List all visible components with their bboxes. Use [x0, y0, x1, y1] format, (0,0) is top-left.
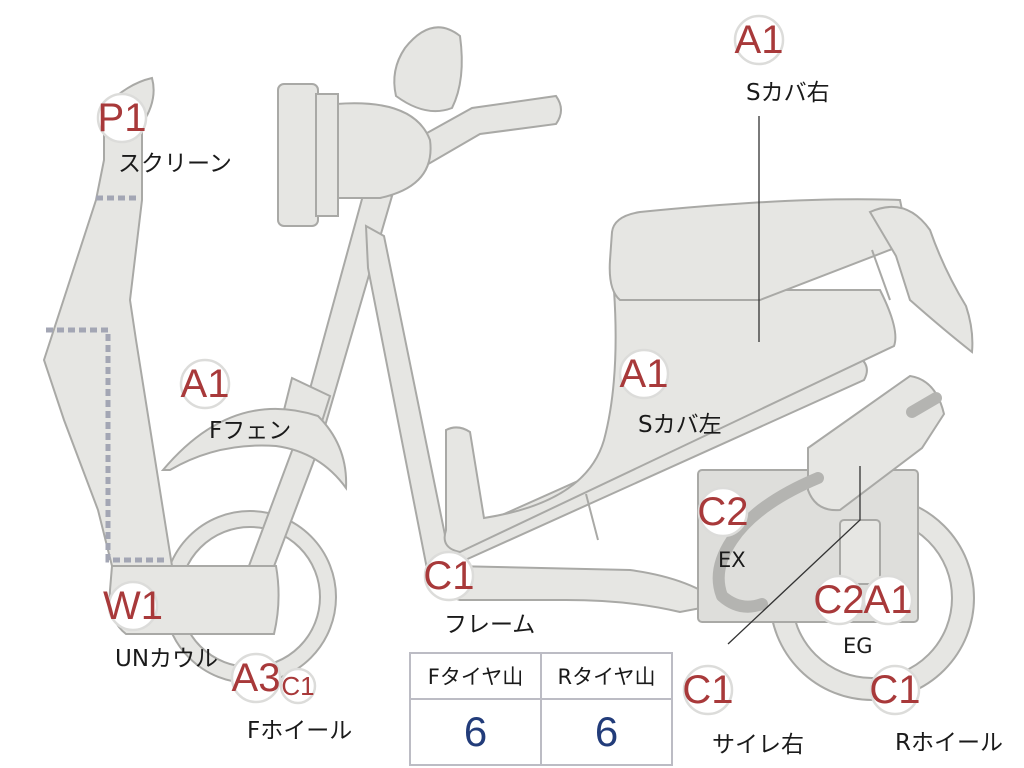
badge-rear-wheel-code: C1	[869, 668, 920, 712]
badge-front-wheel-a-code: A3	[232, 656, 281, 700]
seat	[608, 198, 974, 354]
badge-side-cover-left: A1	[618, 348, 670, 400]
label-silencer-right: サイレ右	[712, 732, 804, 758]
label-front-wheel: Fホイール	[247, 718, 353, 744]
badge-front-fender: A1	[179, 358, 231, 410]
badge-rear-wheel: C1	[869, 664, 921, 716]
label-engine: EG	[843, 634, 873, 658]
rear-tire-header: Rタイヤ山	[540, 652, 673, 700]
label-screen: スクリーン	[118, 151, 232, 177]
silencer-tip	[906, 392, 942, 418]
badge-front-wheel-c: C1	[279, 667, 317, 705]
badge-side-cover-left-code: A1	[620, 352, 669, 396]
label-front-fender: Fフェン	[209, 418, 292, 444]
part-separators	[46, 195, 168, 563]
badge-screen: P1	[96, 92, 148, 144]
front-tire-header: Fタイヤ山	[409, 652, 542, 700]
badge-side-cover-right: A1	[733, 14, 785, 66]
badge-side-cover-right-code: A1	[735, 18, 784, 62]
label-side-cover-left: Sカバ左	[638, 412, 722, 438]
exhaust-pipe	[712, 472, 824, 613]
badge-silencer-right-code: C1	[682, 668, 733, 712]
label-rear-wheel: Rホイール	[895, 730, 1003, 756]
label-under-cowl: UNカウル	[115, 646, 219, 672]
badge-front-fender-code: A1	[181, 362, 230, 406]
badge-under-cowl: W1	[103, 580, 163, 632]
badge-frame-code: C1	[423, 554, 474, 598]
handlebar-assembly	[277, 26, 562, 227]
badge-engine-a: A1	[862, 574, 914, 626]
badge-engine-c-code: C2	[813, 578, 864, 622]
badge-front-wheel-a: A3	[230, 652, 282, 704]
label-exhaust: EX	[718, 548, 746, 572]
badge-exhaust: C2	[697, 486, 749, 538]
badge-silencer-right: C1	[682, 664, 734, 716]
badge-exhaust-code: C2	[697, 490, 748, 534]
badge-screen-code: P1	[98, 96, 147, 140]
tire-tread-table: Fタイヤ山 Rタイヤ山 6 6	[409, 652, 673, 766]
label-frame: フレーム	[444, 612, 536, 638]
front-fender	[160, 407, 348, 491]
badge-front-wheel-c-code: C1	[281, 671, 314, 701]
label-side-cover-right: Sカバ右	[746, 80, 830, 106]
badge-engine-a-code: A1	[864, 578, 913, 622]
tire-table-value-row: 6 6	[409, 698, 673, 766]
badge-engine-c: C2	[813, 574, 865, 626]
badge-under-cowl-code: W1	[103, 584, 163, 628]
tire-table-header-row: Fタイヤ山 Rタイヤ山	[409, 652, 673, 700]
badge-frame: C1	[423, 550, 475, 602]
front-tire-value: 6	[409, 698, 542, 766]
rear-tire-value: 6	[540, 698, 673, 766]
side-cover	[443, 289, 897, 554]
leader-lines	[727, 116, 861, 645]
front-leg-shield	[42, 76, 174, 567]
